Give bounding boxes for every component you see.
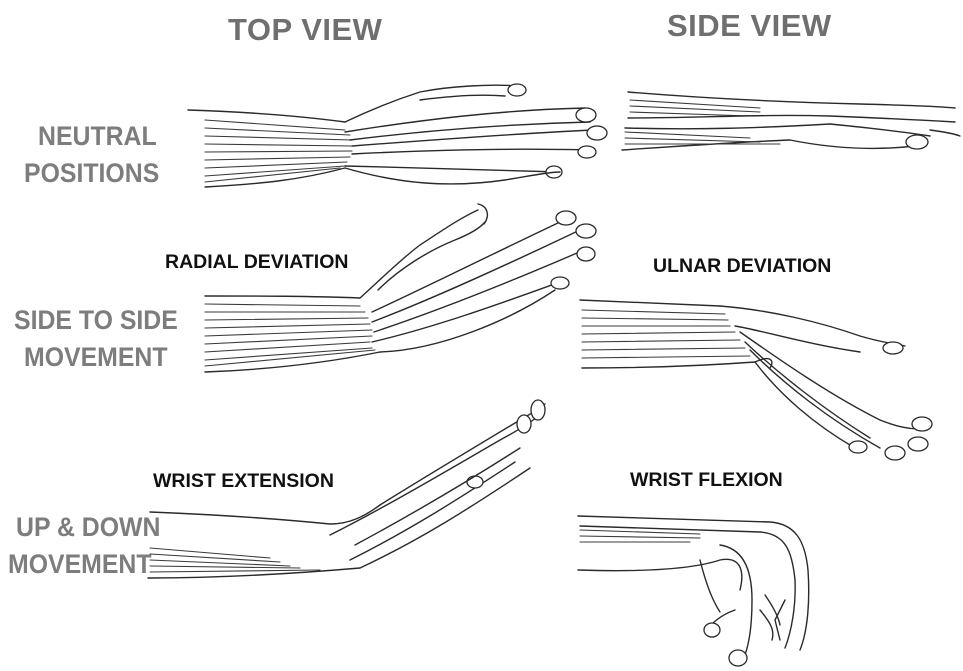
neutral-top-view-hand-sketch <box>188 84 607 187</box>
wrist-extension-hand-sketch <box>148 400 545 578</box>
wrist-flexion-hand-sketch <box>578 516 809 666</box>
neutral-side-view-hand-sketch <box>622 92 960 150</box>
ulnar-deviation-hand-sketch <box>580 300 932 460</box>
radial-deviation-hand-sketch <box>205 204 596 372</box>
